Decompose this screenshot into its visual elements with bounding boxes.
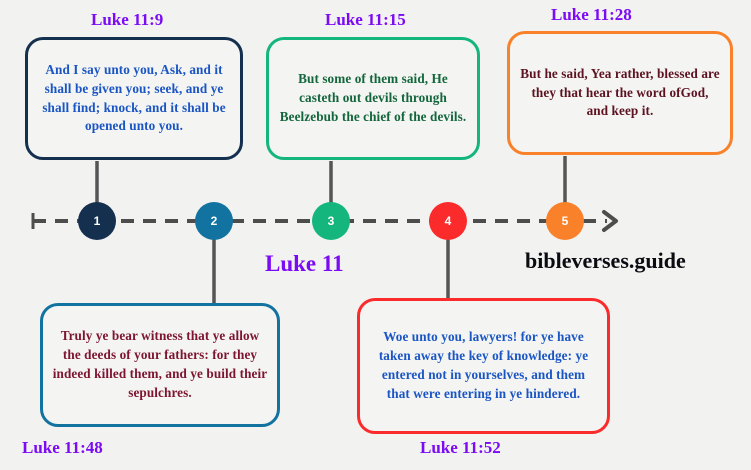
- verse-label-luke-11-28: Luke 11:28: [551, 5, 632, 24]
- verse-text-luke-11-48: Truly ye bear witness that ye allow the …: [52, 328, 268, 400]
- verse-label-luke-11-48: Luke 11:48: [22, 438, 103, 457]
- timeline-marker-2-number: 2: [210, 214, 218, 228]
- verse-box-luke-11-9: And I say unto you, Ask, and it shall be…: [25, 37, 243, 160]
- verse-text-luke-11-28: But he said, Yea rather, blessed are the…: [520, 65, 720, 119]
- timeline-marker-5[interactable]: 5: [546, 202, 584, 240]
- timeline-marker-1-number: 1: [93, 214, 101, 228]
- verse-text-luke-11-9: And I say unto you, Ask, and it shall be…: [42, 61, 226, 134]
- verse-label-luke-11-15: Luke 11:15: [325, 10, 406, 29]
- verse-box-luke-11-48: Truly ye bear witness that ye allow the …: [40, 303, 280, 427]
- timeline-marker-5-number: 5: [561, 214, 569, 228]
- verse-box-luke-11-52: Woe unto you, lawyers! for ye have taken…: [357, 298, 610, 434]
- verse-box-luke-11-15: But some of them said, He casteth out de…: [266, 37, 480, 160]
- timeline-marker-1[interactable]: 1: [78, 202, 116, 240]
- timeline-marker-4-number: 4: [444, 214, 452, 228]
- chapter-title: Luke 11: [265, 251, 344, 276]
- verse-label-luke-11-9: Luke 11:9: [91, 10, 164, 29]
- timeline-marker-2[interactable]: 2: [195, 202, 233, 240]
- verse-text-luke-11-15: But some of them said, He casteth out de…: [279, 71, 467, 124]
- verse-label-luke-11-52: Luke 11:52: [420, 438, 501, 457]
- axis-arrow-head: [602, 210, 618, 232]
- timeline-marker-4[interactable]: 4: [429, 202, 467, 240]
- site-watermark: bibleverses.guide: [525, 248, 686, 273]
- verse-box-luke-11-28: But he said, Yea rather, blessed are the…: [507, 31, 733, 155]
- verse-text-luke-11-52: Woe unto you, lawyers! for ye have taken…: [378, 329, 589, 401]
- timeline-marker-3[interactable]: 3: [312, 202, 350, 240]
- timeline-marker-3-number: 3: [327, 214, 335, 228]
